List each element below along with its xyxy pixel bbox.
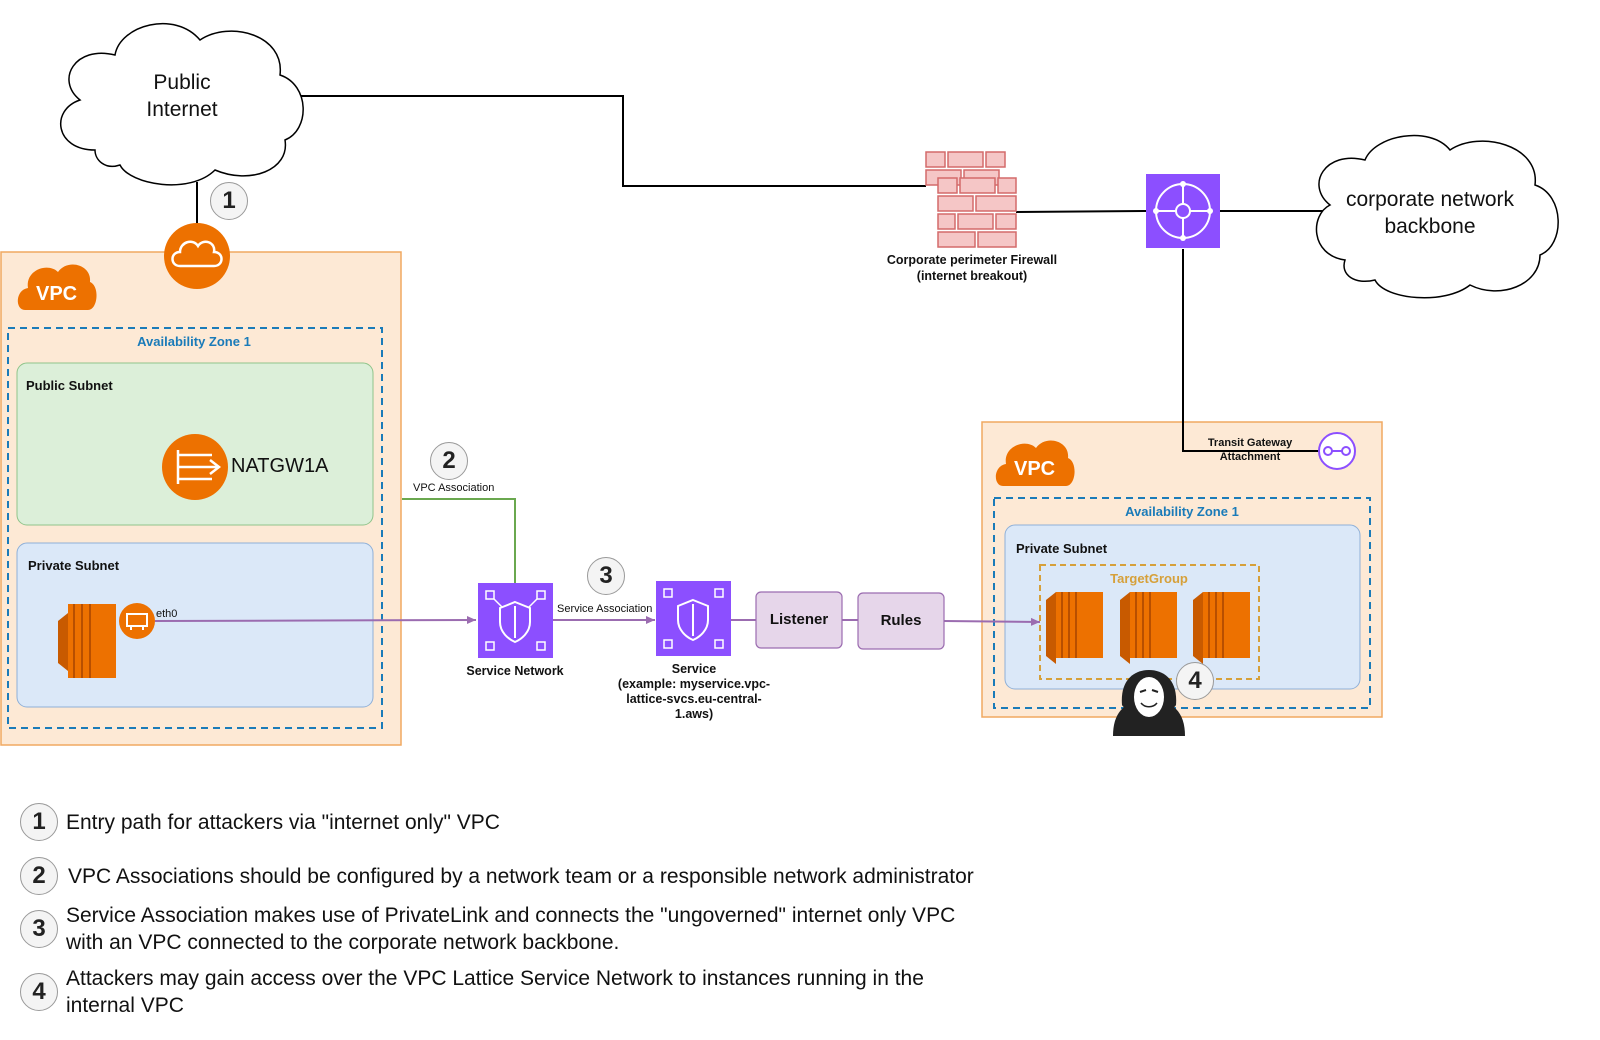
- legend-number: 1: [20, 803, 58, 841]
- network-interface-icon: [119, 603, 155, 639]
- natgw-label: NATGW1A: [231, 455, 329, 477]
- legend-item-1: 1 Entry path for attackers via "internet…: [20, 803, 500, 841]
- rules-label: Rules: [880, 612, 922, 629]
- firewall-label-line2: (internet breakout): [916, 269, 1028, 283]
- internet-gateway-icon: [164, 223, 230, 289]
- legend-text: Attackers may gain access over the VPC L…: [66, 967, 924, 1017]
- public-internet-label: Public Internet: [146, 71, 218, 121]
- corporate-backbone-cloud: [1315, 134, 1559, 299]
- vpc-left-az-label: Availability Zone 1: [137, 334, 251, 349]
- legend-text: Entry path for attackers via "internet o…: [66, 810, 500, 834]
- service-label-line2: (example: myservice.vpc-: [617, 677, 771, 691]
- private-subnet-left-label: Private Subnet: [28, 558, 120, 573]
- service-label-line1: Service: [671, 662, 717, 676]
- listener-box: [755, 591, 843, 649]
- tgw-attachment-label-line2: Attachment: [1219, 451, 1281, 463]
- rules-box: [857, 592, 945, 650]
- service-icon: [656, 581, 731, 656]
- private-subnet-right-label: Private Subnet: [1016, 541, 1108, 556]
- target-instance-icon: [1193, 592, 1250, 664]
- target-instance-icon: [1120, 592, 1177, 664]
- eth0-label: eth0: [156, 608, 178, 620]
- eth0-to-service-network-line: [154, 616, 477, 625]
- rules-to-target-line: [943, 617, 1041, 626]
- step-badge-3: 3: [587, 557, 625, 595]
- vpc-association-line: [402, 498, 516, 583]
- target-group-label: TargetGroup: [1110, 571, 1188, 586]
- firewall-label-line1: Corporate perimeter Firewall: [886, 253, 1058, 267]
- service-network-label: Service Network: [466, 664, 564, 678]
- ec2-instance-icon: [58, 604, 116, 678]
- tgw-attachment-label-line1: Transit Gateway: [1207, 437, 1293, 449]
- corporate-backbone-label: corporate network backbone: [1345, 188, 1515, 238]
- firewall-to-tgw-line: [1015, 210, 1147, 213]
- legend-number: 2: [20, 857, 58, 895]
- legend-text: VPC Associations should be configured by…: [68, 864, 974, 888]
- attacker-icon: [1113, 670, 1185, 736]
- step-badge-4: 4: [1176, 662, 1214, 700]
- service-label-line4: 1.aws): [674, 707, 714, 721]
- service-network-icon: [478, 583, 553, 658]
- vpc-left-availability-zone: [7, 327, 383, 729]
- step-badge-1: 1: [210, 182, 248, 220]
- vpc-left-badge-text: VPC: [36, 283, 78, 305]
- legend-number: 4: [20, 973, 58, 1011]
- vpc-right-availability-zone: [993, 497, 1371, 709]
- public-internet-cloud: [60, 23, 304, 186]
- target-instance-icon: [1046, 592, 1103, 664]
- listener-label: Listener: [769, 611, 829, 628]
- vpc-cloud-icon-right: [995, 440, 1075, 486]
- legend-item-2: 2 VPC Associations should be configured …: [20, 857, 974, 895]
- legend-text: Service Association makes use of Private…: [66, 904, 956, 954]
- internet-to-firewall-line: [284, 95, 926, 187]
- vpc-right-az-label: Availability Zone 1: [1125, 504, 1239, 519]
- nat-gateway-icon: [162, 434, 228, 500]
- vpc-right-badge-text: VPC: [1014, 458, 1056, 480]
- transit-gateway-attachment-icon: [1318, 432, 1356, 470]
- public-subnet-label: Public Subnet: [26, 378, 113, 393]
- step-badge-2: 2: [430, 442, 468, 480]
- legend-item-3: 3 Service Association makes use of Priva…: [20, 902, 955, 956]
- tgw-to-attachment-line: [1182, 249, 1319, 452]
- transit-gateway-icon: [1146, 174, 1220, 248]
- vpc-cloud-icon-left: [17, 264, 97, 310]
- firewall-icon: [925, 151, 1017, 248]
- legend-number: 3: [20, 910, 58, 948]
- vpc-association-label: VPC Association: [413, 482, 495, 494]
- service-label-line3: lattice-svcs.eu-central-: [626, 692, 762, 706]
- legend-item-4: 4 Attackers may gain access over the VPC…: [20, 965, 924, 1019]
- service-association-label: Service Association: [557, 603, 653, 615]
